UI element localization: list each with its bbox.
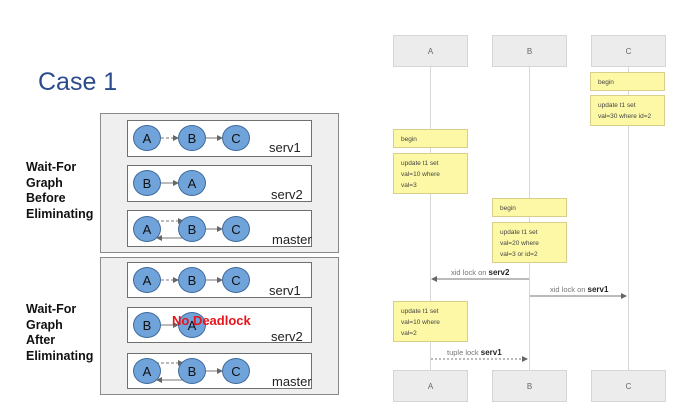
- slide-title: Case 1: [38, 68, 118, 96]
- label-line: Before: [26, 191, 66, 205]
- note-line: begin: [401, 136, 417, 143]
- group-label-after: Wait-For Graph After Eliminating: [26, 302, 93, 364]
- message-label: xid lock on serv1: [550, 285, 608, 294]
- note-line: val=10 where: [401, 171, 440, 178]
- message-server: serv1: [587, 285, 609, 294]
- message-text: xid lock on: [550, 285, 586, 294]
- server-label: serv2: [271, 187, 303, 202]
- note-c-update: update t1 set val=30 where id=2: [590, 95, 665, 126]
- note-line: update t1 set: [401, 308, 439, 315]
- participant-b-bottom: B: [492, 370, 567, 402]
- note-line: val=30 where id=2: [598, 113, 652, 120]
- note-line: val=3: [401, 182, 417, 189]
- group-label-before: Wait-For Graph Before Eliminating: [26, 160, 93, 222]
- wfg-node: B: [133, 170, 161, 196]
- message-label: xid lock on serv2: [451, 268, 509, 277]
- label-line: Wait-For: [26, 302, 77, 316]
- participant-c-bottom: C: [591, 370, 666, 402]
- lifeline-c: [628, 67, 629, 370]
- participant-b-top: B: [492, 35, 567, 67]
- note-line: val=10 where: [401, 319, 440, 326]
- label-line: Graph: [26, 317, 63, 332]
- lifeline-a: [430, 67, 431, 370]
- note-line: val=20 where: [500, 240, 539, 247]
- note-a-update-1: update t1 set val=10 where val=3: [393, 153, 468, 194]
- note-b-update: update t1 set val=20 where val=3 or id=2: [492, 222, 567, 263]
- note-line: begin: [500, 205, 516, 212]
- message-server: serv2: [488, 268, 510, 277]
- server-label: serv2: [271, 329, 303, 344]
- server-label: master: [272, 374, 312, 389]
- note-line: update t1 set: [401, 160, 439, 167]
- wfg-node: C: [222, 216, 250, 242]
- wfg-node: B: [178, 358, 206, 384]
- note-c-begin: begin: [590, 72, 665, 91]
- message-text: tuple lock: [447, 348, 479, 357]
- wfg-node: A: [133, 216, 161, 242]
- message-text: xid lock on: [451, 268, 487, 277]
- label-line: After: [26, 333, 56, 347]
- wfg-node: A: [133, 267, 161, 293]
- note-a-begin: begin: [393, 129, 468, 148]
- lifeline-b: [529, 67, 530, 370]
- wfg-node: B: [178, 216, 206, 242]
- server-label: serv1: [269, 283, 301, 298]
- wfg-node: A: [133, 358, 161, 384]
- server-label: master: [272, 232, 312, 247]
- wfg-node: A: [178, 312, 206, 338]
- note-line: val=2: [401, 330, 417, 337]
- wfg-node: C: [222, 125, 250, 151]
- participant-c-top: C: [591, 35, 666, 67]
- label-line: Graph: [26, 175, 63, 190]
- participant-a-top: A: [393, 35, 468, 67]
- message-server: serv1: [480, 348, 502, 357]
- note-line: begin: [598, 79, 614, 86]
- note-line: val=3 or id=2: [500, 251, 538, 258]
- note-line: update t1 set: [500, 229, 538, 236]
- wfg-node: B: [133, 312, 161, 338]
- no-deadlock-label: No Deadlock: [172, 313, 251, 328]
- server-label: serv1: [269, 140, 301, 155]
- wfg-node: C: [222, 358, 250, 384]
- label-line: Wait-For: [26, 160, 77, 174]
- note-b-begin: begin: [492, 198, 567, 217]
- wfg-node: B: [178, 267, 206, 293]
- note-line: update t1 set: [598, 102, 636, 109]
- wfg-node: B: [178, 125, 206, 151]
- note-a-update-2: update t1 set val=10 where val=2: [393, 301, 468, 342]
- label-line: Eliminating: [26, 348, 94, 363]
- label-line: Eliminating: [26, 206, 94, 221]
- wfg-node: A: [178, 170, 206, 196]
- participant-a-bottom: A: [393, 370, 468, 402]
- message-label: tuple lock serv1: [447, 348, 502, 357]
- wfg-node: C: [222, 267, 250, 293]
- wfg-node: A: [133, 125, 161, 151]
